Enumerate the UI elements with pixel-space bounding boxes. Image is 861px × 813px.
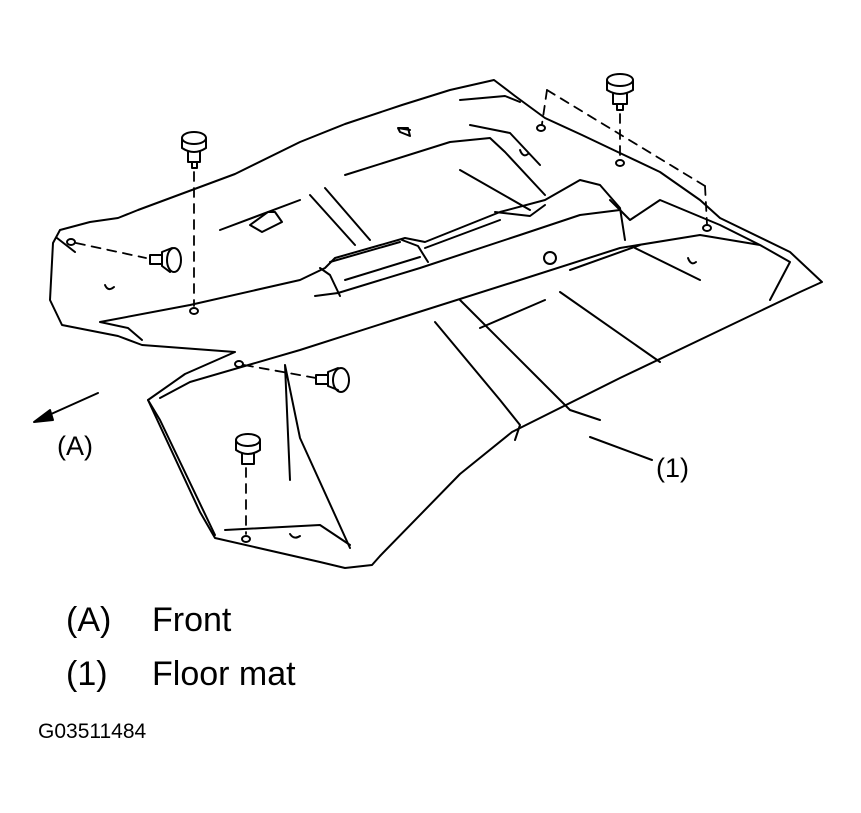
mat-holes [104,149,697,539]
clip-front-side [149,247,182,273]
front-panel-lines [56,95,521,253]
clip-front-top [181,131,207,169]
rear-floor-lines [159,199,791,549]
legend-text: Front [152,601,232,639]
front-floor-lines [219,124,546,246]
figure-code: G03511484 [38,720,147,743]
clip-rear-right-top [606,73,634,111]
clip-rear-center [315,367,350,393]
install-guide-lines [75,89,708,535]
tunnel-highlight [329,219,501,281]
legend-key: (1) [66,655,108,693]
seat-bracket [249,211,283,233]
clip-rear-left [235,433,261,465]
clip-holes [66,124,712,543]
legend-text: Floor mat [152,655,296,693]
floor-mat-outline [49,79,823,569]
legend-row-front: (A) Front [66,603,231,637]
front-arrow [33,392,99,423]
floor-mat-leader [589,436,653,461]
front-marker: (A) [57,431,93,461]
center-tunnel [99,179,626,341]
legend-row-floor-mat: (1) Floor mat [66,657,296,691]
legend-key: (A) [66,601,112,639]
floor-mat-marker: (1) [656,453,689,483]
rear-edge-detail [147,399,351,546]
